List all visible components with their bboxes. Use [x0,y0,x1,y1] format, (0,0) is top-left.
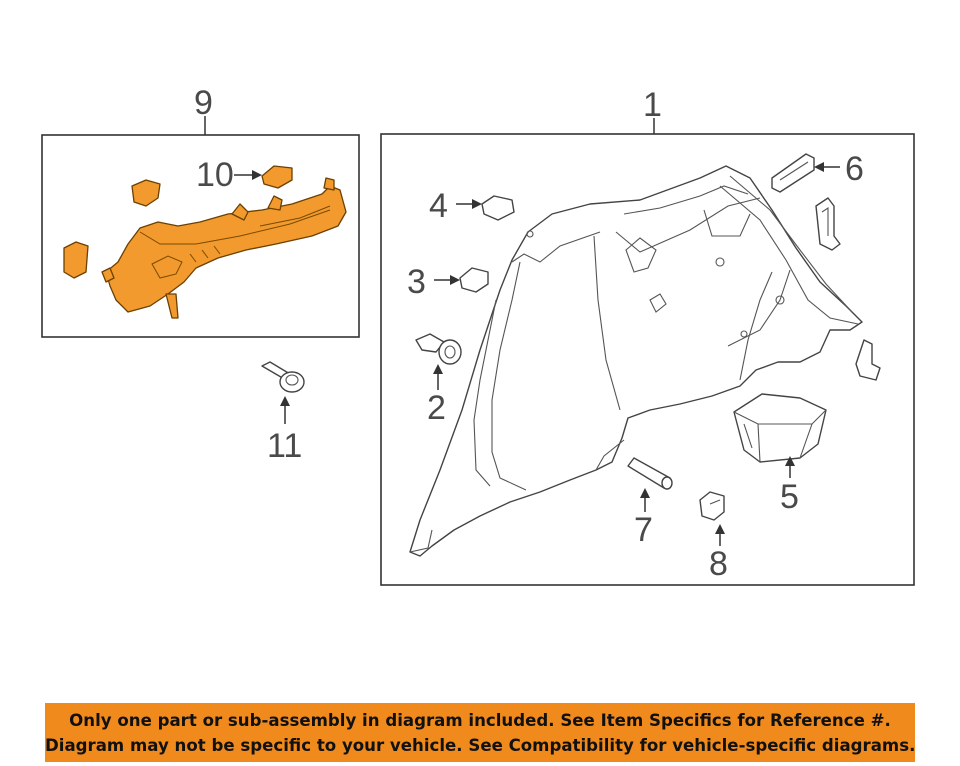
part-1-side-clip-slot [821,206,829,236]
callout-1: 1 [643,86,662,124]
part-8-plug [699,491,725,521]
part-2-push-pin [415,333,462,365]
callout-10: 10 [196,156,234,194]
callout-8: 8 [709,545,728,583]
part-10-arrowhead [252,170,262,180]
callout-2: 2 [427,389,446,427]
part-7-pin [627,457,673,490]
highlighted-part-9 [101,177,347,319]
part-1-retainer [855,339,881,381]
assembly-9-box [41,134,360,338]
callout-5: 5 [780,478,799,516]
part-5-storage-bin [733,393,827,463]
part-11-screw [261,361,305,393]
part-9-clip-b [63,241,89,279]
disclaimer-line-1: Only one part or sub-assembly in diagram… [69,711,891,730]
part-6-arrowhead [814,162,824,172]
part-5-arrowhead [785,456,795,466]
part-10-clip [261,165,293,189]
callout-7: 7 [634,511,653,549]
part-4-arrowhead [472,199,482,209]
part-8-arrowhead [715,524,725,534]
disclaimer-banner: Only one part or sub-assembly in diagram… [45,703,915,762]
callout-9: 9 [194,84,213,122]
part-7-arrowhead [640,488,650,498]
part-9-clip-a [131,179,161,207]
assembly-1-box [380,133,915,586]
part-2-arrowhead [433,364,443,374]
part-1-quarter-trim-panel [409,165,863,557]
callout-3: 3 [407,263,426,301]
part-11-arrowhead [280,396,290,406]
part-6-bracket [771,153,815,193]
part-4-clip [481,195,515,221]
callout-11: 11 [267,427,302,465]
part-3-clip [459,267,489,293]
part-3-arrowhead [450,275,460,285]
callout-6: 6 [845,150,864,188]
disclaimer-line-2: Diagram may not be specific to your vehi… [45,736,916,755]
callout-4: 4 [429,187,448,225]
parts-diagram: 9 10 11 1 [41,84,915,586]
